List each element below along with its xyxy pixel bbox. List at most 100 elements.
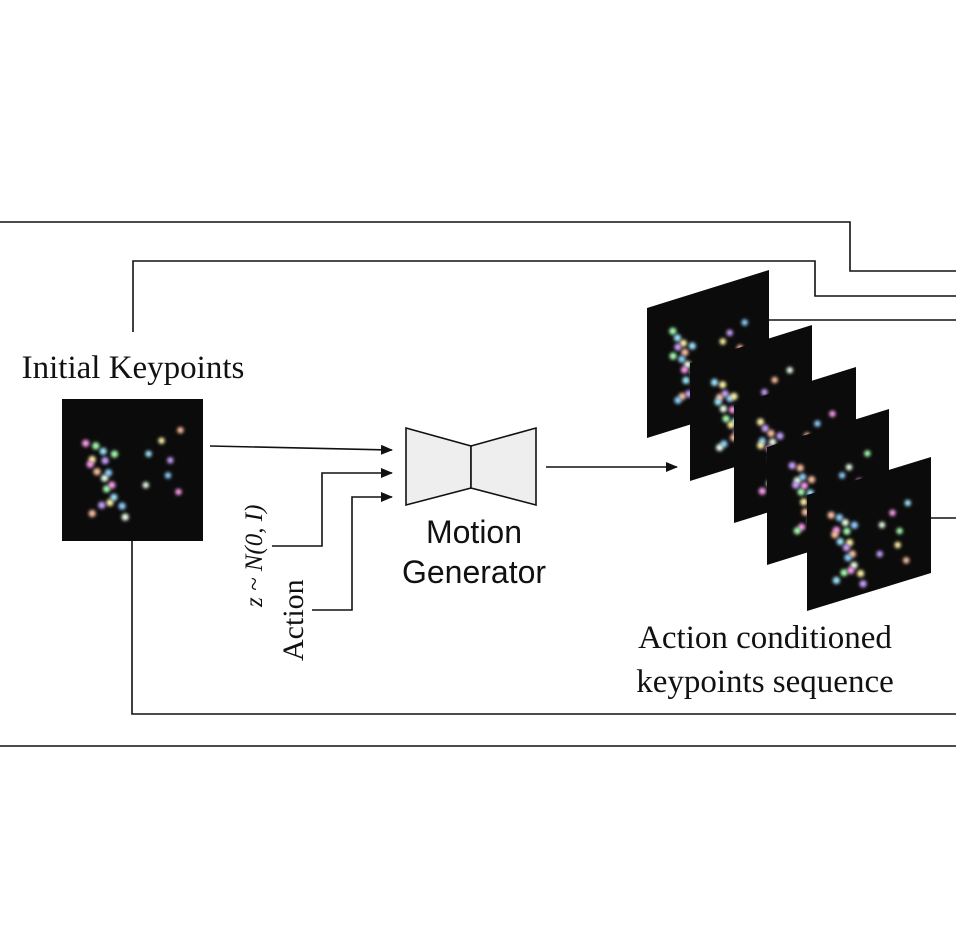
keypoint-dot xyxy=(836,538,844,546)
keypoint-dot xyxy=(99,447,107,455)
action-input-label: Action xyxy=(277,579,310,661)
keypoint-dot xyxy=(889,509,896,516)
sequence-frame-5-dots xyxy=(827,499,911,588)
keypoint-dot xyxy=(758,487,766,495)
keypoint-dot xyxy=(840,569,848,577)
motion-generator-block xyxy=(405,426,537,507)
keypoint-dot xyxy=(86,460,94,468)
keypoint-dot xyxy=(669,352,677,360)
initial-keypoints-frame xyxy=(62,399,203,541)
keypoint-dot xyxy=(857,569,865,578)
keypoint-dot xyxy=(796,464,804,472)
keypoint-dot xyxy=(829,410,836,417)
keypoint-dot xyxy=(674,343,682,351)
keypoint-dot xyxy=(788,462,796,470)
keypoint-dot xyxy=(101,457,109,465)
keypoint-dot xyxy=(904,499,911,507)
output-label-line2: keypoints sequence xyxy=(636,664,894,700)
keypoint-dot xyxy=(850,521,859,529)
keypoints-to-generator-arrow xyxy=(209,444,393,455)
keypoint-dot xyxy=(776,432,784,440)
keypoint-dot xyxy=(674,396,682,404)
keypoint-dot xyxy=(808,476,816,484)
keypoint-dot xyxy=(719,381,727,389)
keypoint-dot xyxy=(859,580,867,588)
keypoint-dot xyxy=(843,527,851,535)
keypoint-dot xyxy=(847,566,855,575)
keypoint-dot xyxy=(767,429,775,437)
noise-to-generator-arrow xyxy=(272,468,393,547)
keypoint-dot xyxy=(845,464,853,471)
keypoint-dot xyxy=(688,342,696,350)
keypoint-dot xyxy=(673,334,682,342)
keypoint-dot xyxy=(797,488,805,496)
keypoint-dot xyxy=(793,527,801,535)
keypoint-dot xyxy=(800,498,808,506)
motion-generator-label-line1: Motion xyxy=(426,514,522,550)
keypoint-dot xyxy=(92,442,100,450)
keypoint-dot xyxy=(142,481,149,489)
keypoint-dot xyxy=(164,472,172,479)
keypoint-dot xyxy=(842,544,851,552)
keypoint-dot xyxy=(682,376,690,384)
keypoint-dot xyxy=(761,389,768,396)
keypoint-dot xyxy=(896,527,903,535)
keypoint-dot xyxy=(864,450,871,457)
keypoints-sequence-stack xyxy=(647,270,931,611)
keypoint-dot xyxy=(110,450,119,458)
keypoint-dot xyxy=(177,427,184,434)
keypoint-dot xyxy=(761,424,769,432)
keypoint-dot xyxy=(799,473,807,481)
keypoint-dot xyxy=(678,355,686,363)
keypoint-dot xyxy=(838,472,846,479)
keypoint-dot xyxy=(722,415,730,423)
action-to-generator-arrow xyxy=(312,492,393,611)
motion-generator-encoder xyxy=(405,426,472,507)
keypoint-dot xyxy=(106,499,114,507)
keypoint-dot xyxy=(831,531,839,539)
keypoint-dot xyxy=(835,514,844,522)
keypoint-dot xyxy=(101,474,109,482)
keypoint-dot xyxy=(903,557,910,564)
keypoint-dot xyxy=(741,319,748,326)
keypoint-dot xyxy=(841,519,849,527)
sequence-frame-5-panel xyxy=(807,457,931,611)
outer-top-wire xyxy=(0,221,956,272)
keypoint-dot xyxy=(792,481,800,489)
output-label-line1: Action conditioned xyxy=(638,620,892,656)
keypoint-dot xyxy=(727,421,735,429)
keypoint-dot xyxy=(714,398,722,406)
keypoint-dot xyxy=(814,420,821,427)
keypoint-dot xyxy=(771,376,778,384)
keypoint-dot xyxy=(88,509,96,518)
keypoint-dot xyxy=(121,513,129,521)
keypoint-dot xyxy=(118,502,126,510)
noise-input-label: z ~ N(0, I) xyxy=(241,505,268,608)
keypoint-dot xyxy=(756,418,765,426)
initial-keypoints-dots xyxy=(82,427,184,521)
keypoint-dot xyxy=(82,439,90,447)
keypoint-dot xyxy=(175,488,182,496)
keypoint-dot xyxy=(93,468,101,476)
keypoint-dot xyxy=(110,493,118,501)
keypoint-dot xyxy=(719,405,728,413)
keypoint-dot xyxy=(103,485,111,493)
keypoint-dot xyxy=(684,360,692,369)
initial-keypoints-label: Initial Keypoints xyxy=(22,350,245,386)
keypoint-dot xyxy=(716,444,724,452)
keypoint-dot xyxy=(104,469,113,477)
initial-keypoints-image xyxy=(62,399,203,541)
keypoint-dot xyxy=(757,441,765,450)
keypoint-dot xyxy=(108,481,116,489)
keypoint-dot xyxy=(730,392,738,400)
keypoint-dot xyxy=(800,482,808,490)
keypoint-dot xyxy=(679,339,688,347)
keypoint-dot xyxy=(876,550,883,558)
keypoint-dot xyxy=(145,450,152,457)
keypoint-dot xyxy=(721,390,729,398)
initial-keypoints-bottom-wire xyxy=(131,540,956,715)
keypoint-dot xyxy=(726,329,733,336)
keypoint-dot xyxy=(710,378,719,386)
keypoint-dot xyxy=(719,338,726,345)
